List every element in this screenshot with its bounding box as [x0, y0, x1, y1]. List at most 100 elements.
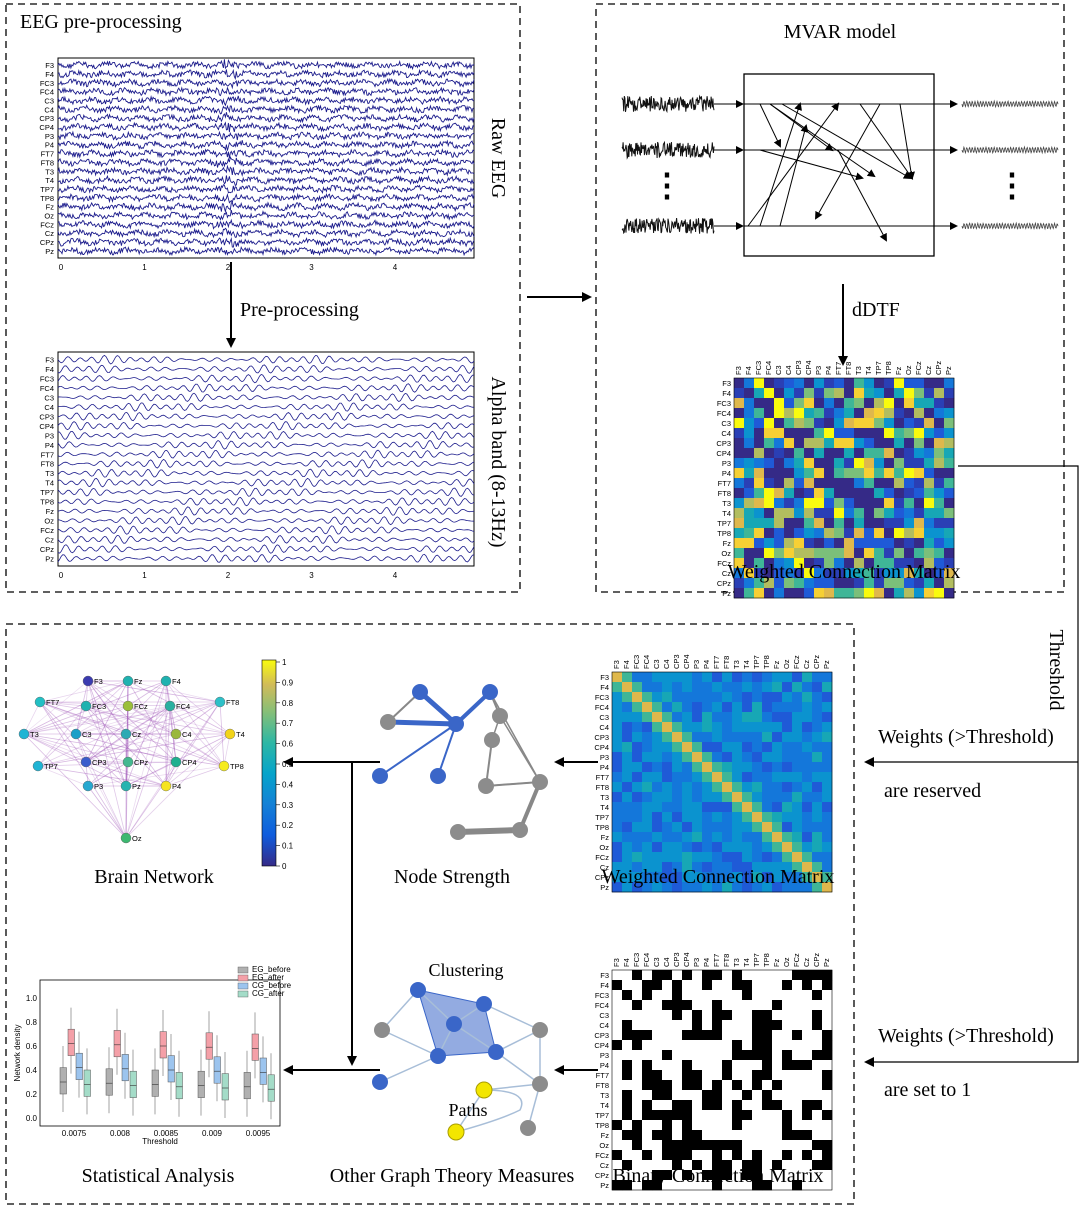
matrix-cell [712, 682, 723, 693]
matrix-cell [802, 842, 813, 853]
eeg-channel-label: Cz [45, 229, 54, 238]
matrix-cell [782, 1140, 793, 1151]
matrix-row-label: P3 [600, 1051, 609, 1060]
matrix-cell [802, 862, 813, 873]
matrix-cell [662, 1030, 673, 1041]
matrix-cell [822, 752, 833, 763]
eeg-channel-label: Oz [44, 517, 54, 526]
stat-box [205, 1032, 213, 1060]
matrix-cell [722, 702, 733, 713]
matrix-cell [812, 1110, 823, 1121]
matrix-cell [904, 458, 915, 469]
measures-node [447, 1123, 465, 1141]
matrix-cell [672, 742, 683, 753]
network-node-label: FT7 [46, 698, 59, 707]
matrix-cell [864, 408, 875, 419]
matrix-cell [734, 478, 745, 489]
matrix-cell [672, 862, 683, 873]
matrix-cell [762, 970, 773, 981]
raw-eeg-side-label: Raw EEG [487, 118, 509, 199]
matrix-cell [744, 558, 755, 569]
network-node-label: FT8 [226, 698, 239, 707]
alpha-eeg-traces [57, 354, 475, 563]
matrix-cell [622, 872, 633, 883]
matrix-cell [742, 1010, 753, 1021]
matrix-cell [874, 488, 885, 499]
matrix-cell [754, 448, 765, 459]
matrix-cell [662, 1050, 673, 1061]
matrix-cell [784, 568, 795, 579]
matrix-cell [854, 428, 865, 439]
matrix-cell [642, 1070, 653, 1081]
network-edge [87, 680, 177, 763]
matrix-cell [812, 782, 823, 793]
matrix-cell [662, 742, 673, 753]
strength-node [484, 732, 500, 748]
matrix-cell [742, 1080, 753, 1091]
matrix-cell [692, 712, 703, 723]
matrix-cell [864, 508, 875, 519]
matrix-col-label: FT7 [834, 362, 843, 375]
matrix-cell [672, 772, 683, 783]
matrix-cell [672, 722, 683, 733]
matrix-col-label: FT8 [722, 656, 731, 669]
colorbar-tick-label: 0.8 [282, 699, 294, 708]
matrix-col-label: Fz [894, 366, 903, 375]
matrix-cell [632, 692, 643, 703]
matrix-cell [682, 862, 693, 873]
matrix-cell [702, 722, 713, 733]
matrix-cell [622, 762, 633, 773]
matrix-cell [612, 702, 623, 713]
matrix-cell [732, 882, 743, 893]
matrix-cell [682, 980, 693, 991]
matrix-cell [762, 802, 773, 813]
matrix-cell [734, 518, 745, 529]
matrix-cell [762, 1170, 773, 1181]
matrix-cell [794, 478, 805, 489]
eeg-channel-label: CP3 [39, 412, 54, 421]
matrix-cell [672, 712, 683, 723]
matrix-row-label: C4 [721, 429, 731, 438]
matrix-cell [712, 1070, 723, 1081]
measures-node [410, 982, 426, 998]
matrix-cell [742, 1170, 753, 1181]
alpha-eeg-plot: F3F4FC3FC4C3C4CP3CP4P3P4FT7FT8T3T4TP7TP8… [39, 351, 475, 580]
matrix-cell [822, 812, 833, 823]
eeg-trace-FCz [57, 525, 475, 535]
matrix-cell [944, 508, 955, 519]
matrix-cell [772, 1100, 783, 1111]
matrix-cell [924, 508, 935, 519]
matrix-cell [894, 448, 905, 459]
matrix-cell [874, 458, 885, 469]
stat-legend-swatch [237, 990, 249, 998]
matrix-cell [682, 1130, 693, 1141]
matrix-cell [822, 732, 833, 743]
matrix-cell [692, 1140, 703, 1151]
matrix-cell [712, 1090, 723, 1101]
matrix-cell [612, 802, 623, 813]
matrix-cell [712, 1110, 723, 1121]
matrix-cell [924, 548, 935, 559]
matrix-cell [662, 1090, 673, 1101]
matrix-cell [924, 468, 935, 479]
stat-box [197, 1070, 205, 1098]
network-node-label: C3 [82, 730, 92, 739]
matrix-cell [782, 832, 793, 843]
matrix-cell [914, 508, 925, 519]
matrix-cell [752, 1080, 763, 1091]
matrix-cell [612, 990, 623, 1001]
matrix-col-label: Oz [782, 957, 791, 967]
matrix-cell [844, 558, 855, 569]
matrix-cell [904, 498, 915, 509]
matrix-cell [924, 558, 935, 569]
matrix-cell [834, 498, 845, 509]
matrix-cell [652, 1070, 663, 1081]
matrix-cell [904, 578, 915, 589]
matrix-cell [682, 712, 693, 723]
matrix-cell [792, 712, 803, 723]
matrix-cell [702, 782, 713, 793]
matrix-cell [682, 792, 693, 803]
network-node-FC4 [164, 700, 176, 712]
matrix-cell [894, 488, 905, 499]
matrix-cell [782, 722, 793, 733]
